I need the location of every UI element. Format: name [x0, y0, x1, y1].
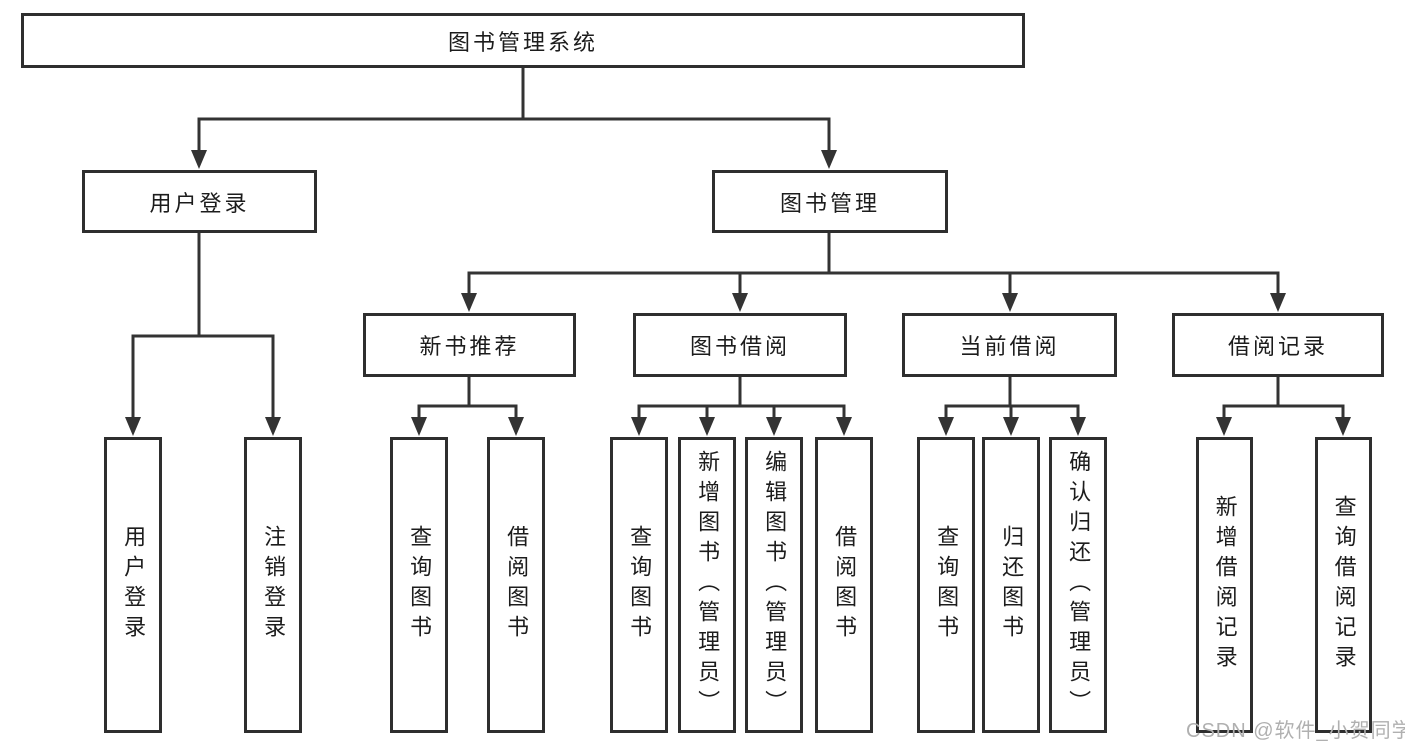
node-library-management-system: 图书管理系统 [21, 13, 1025, 68]
leaf-confirm-return-admin: 确认归还（管理员） [1049, 437, 1107, 733]
leaf-confirm-return-admin-label: 确认归还（管理员） [1066, 450, 1092, 720]
leaf-user-login-label: 用户登录 [121, 525, 147, 645]
leaf-query-books-current: 查询图书 [917, 437, 975, 733]
node-borrowing-records: 借阅记录 [1172, 313, 1384, 377]
node-new-book-recommendation: 新书推荐 [363, 313, 576, 377]
leaf-borrow-books-recommend: 借阅图书 [487, 437, 545, 733]
leaf-add-book-admin-label: 新增图书（管理员） [695, 450, 721, 720]
leaf-user-login: 用户登录 [104, 437, 162, 733]
leaf-query-books-recommend: 查询图书 [390, 437, 448, 733]
leaf-add-borrow-record: 新增借阅记录 [1196, 437, 1253, 733]
node-book-management: 图书管理 [712, 170, 948, 233]
leaf-borrow-books-borrowing: 借阅图书 [815, 437, 873, 733]
leaf-add-book-admin: 新增图书（管理员） [678, 437, 736, 733]
leaf-query-books-recommend-label: 查询图书 [407, 525, 433, 645]
node-book-borrowing: 图书借阅 [633, 313, 847, 377]
leaf-return-books: 归还图书 [982, 437, 1040, 733]
leaf-query-books-borrowing: 查询图书 [610, 437, 668, 733]
leaf-edit-book-admin-label: 编辑图书（管理员） [762, 450, 788, 720]
node-current-borrowing: 当前借阅 [902, 313, 1117, 377]
leaf-query-borrow-record: 查询借阅记录 [1315, 437, 1372, 733]
node-user-login: 用户登录 [82, 170, 317, 233]
leaf-logout: 注销登录 [244, 437, 302, 733]
csdn-watermark: CSDN @软件_小贺同学 [1186, 720, 1405, 742]
leaf-return-books-label: 归还图书 [999, 525, 1025, 645]
leaf-logout-label: 注销登录 [261, 525, 287, 645]
leaf-add-borrow-record-label: 新增借阅记录 [1212, 495, 1238, 675]
leaf-query-books-current-label: 查询图书 [934, 525, 960, 645]
leaf-borrow-books-borrowing-label: 借阅图书 [832, 525, 858, 645]
leaf-query-borrow-record-label: 查询借阅记录 [1331, 495, 1357, 675]
leaf-query-books-borrowing-label: 查询图书 [627, 525, 653, 645]
leaf-borrow-books-recommend-label: 借阅图书 [504, 525, 530, 645]
leaf-edit-book-admin: 编辑图书（管理员） [745, 437, 803, 733]
